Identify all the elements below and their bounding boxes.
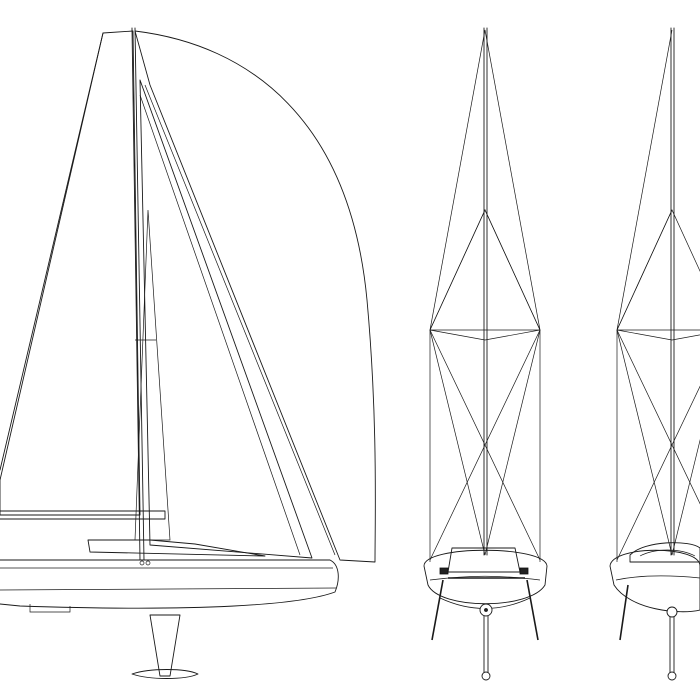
mainsail xyxy=(0,30,141,516)
transom xyxy=(29,604,71,613)
rear-cockpit-detail xyxy=(639,549,696,557)
front-shroud-diag xyxy=(429,329,541,561)
winch-detail xyxy=(145,560,151,566)
mainsail-leech xyxy=(0,32,104,471)
rear-shroud-lower xyxy=(616,209,700,341)
front-view xyxy=(423,27,548,681)
keel-bulb xyxy=(131,669,199,679)
keel-fin xyxy=(149,614,181,677)
spinnaker-sail xyxy=(134,30,376,563)
front-foil-left xyxy=(431,579,444,641)
rear-shroud-diag xyxy=(616,329,700,561)
rear-cockpit xyxy=(629,542,700,563)
rear-view xyxy=(609,27,700,681)
front-deck-detail xyxy=(519,567,529,575)
hull-waterline xyxy=(0,587,337,591)
jib-sail xyxy=(139,79,313,559)
front-shroud-base xyxy=(429,329,541,556)
jib-sheet-line xyxy=(144,84,336,556)
staysail xyxy=(134,209,171,541)
front-deck-detail xyxy=(439,567,449,575)
rear-shroud-upper xyxy=(616,29,700,331)
front-shroud-upper xyxy=(429,29,541,331)
front-shroud-lower xyxy=(429,209,541,341)
rear-shroud-base xyxy=(616,329,700,556)
front-keel-bulb xyxy=(481,671,491,681)
front-hull xyxy=(423,549,548,605)
boom xyxy=(0,510,166,520)
mast xyxy=(131,27,141,561)
front-hull-inner xyxy=(429,575,541,581)
rear-keel-bulb xyxy=(667,671,677,681)
side-profile-view xyxy=(0,27,376,679)
rear-foil-left xyxy=(619,584,629,641)
winch-detail xyxy=(139,560,145,566)
mast-aft xyxy=(134,27,145,561)
hull xyxy=(0,559,339,609)
rear-hull-inner xyxy=(615,575,700,581)
cabin-top xyxy=(87,539,266,557)
rear-keel-hub xyxy=(666,606,678,618)
front-keel-dot xyxy=(484,608,488,612)
front-foil-right xyxy=(526,579,539,641)
jib-inner-line xyxy=(139,94,301,556)
rear-hull xyxy=(609,549,700,613)
